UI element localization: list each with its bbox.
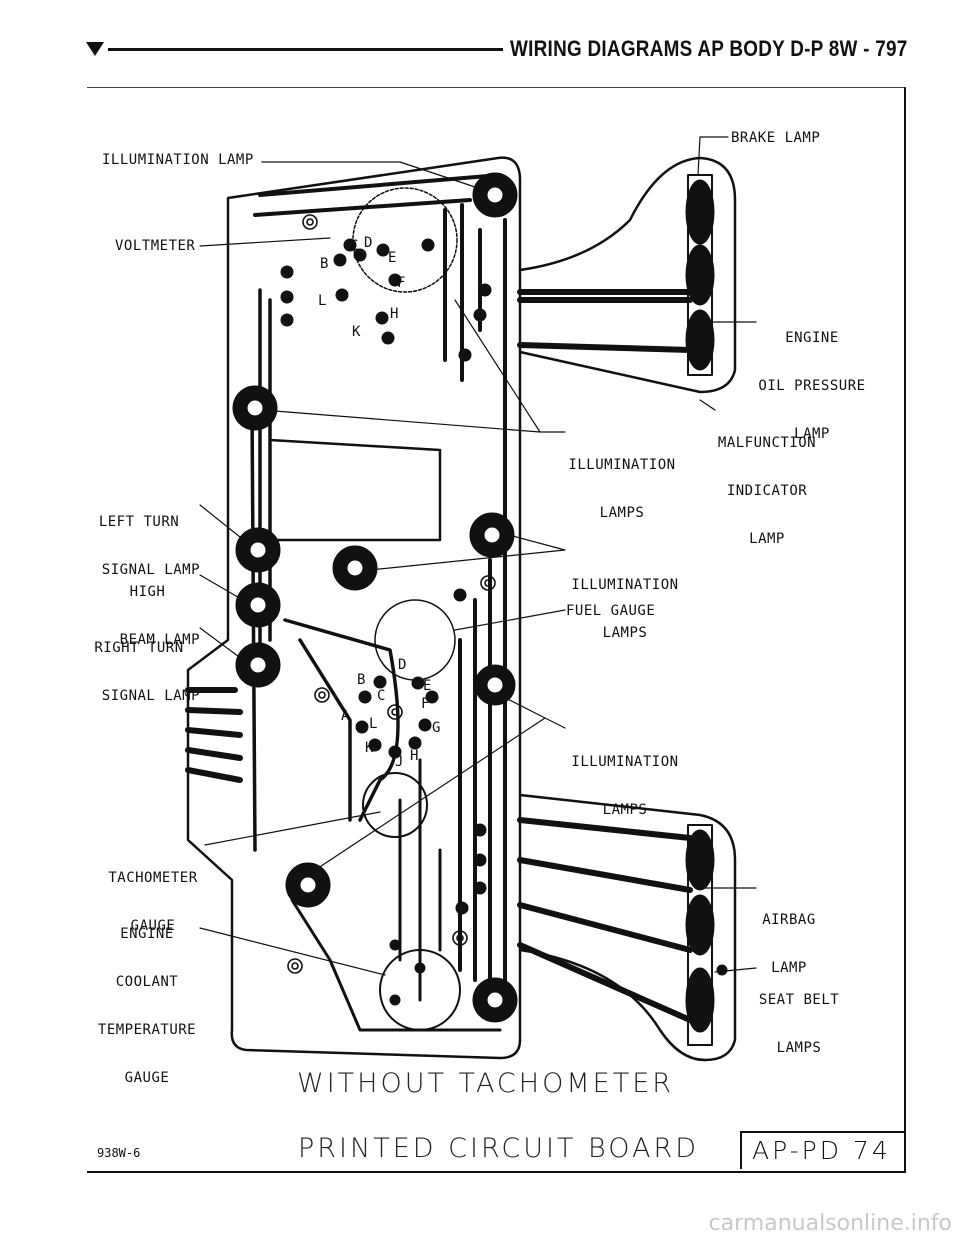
label-engine-coolant-temperature-gauge: ENGINE COOLANT TEMPERATURE GAUGE	[97, 926, 197, 1086]
leader-fuel-gauge	[454, 609, 566, 631]
pin-letter: K	[365, 740, 374, 756]
screw-mid	[480, 575, 496, 591]
pin-letter: L	[318, 293, 326, 309]
board-outline	[186, 156, 522, 1060]
pin-letter: F	[397, 275, 405, 291]
label-high-beam-lamp: HIGH BEAM LAMP	[119, 584, 200, 648]
pin-letter: E	[423, 678, 431, 694]
label-illumination-lamps-1: ILLUMINATION LAMPS	[568, 457, 676, 521]
label-fuel-gauge: FUEL GAUGE	[566, 603, 656, 619]
label-airbag-lamp: AIRBAG LAMP	[762, 912, 816, 976]
coolant-temperature-gauge	[379, 949, 461, 1031]
pin-letter: D	[398, 657, 406, 673]
pin-letter: B	[357, 672, 365, 688]
upper-lamp-housing	[518, 156, 737, 394]
screw-bottom	[287, 958, 303, 974]
figure-code: 938W-6	[97, 1146, 141, 1160]
pin-letter: H	[390, 306, 398, 322]
lamp-brake	[685, 179, 715, 245]
fuel-gauge	[374, 599, 456, 681]
screw-left	[314, 687, 330, 703]
label-tachometer-gauge: TACHOMETER GAUGE	[108, 870, 198, 934]
leader-illumination-2	[369, 529, 566, 571]
header-marker-icon	[86, 42, 104, 56]
pin-letter: L	[369, 716, 377, 732]
leader-tachometer	[204, 811, 381, 846]
leader-illumination-3	[299, 689, 566, 881]
lower-lamp-housing	[518, 793, 737, 1062]
pin-letter: F	[421, 696, 429, 712]
lamp-airbag	[685, 894, 715, 956]
pin-letter: C	[377, 688, 385, 704]
label-right-turn-signal-lamp: RIGHT TURN SIGNAL LAMP	[94, 640, 200, 704]
header-title: WIRING DIAGRAMS AP BODY D-P 8W - 797	[510, 36, 908, 61]
label-seat-belt-lamps: SEAT BELT LAMPS	[758, 992, 840, 1056]
leader-brake-lamp	[697, 136, 729, 176]
lamp-seat-belt	[685, 967, 715, 1033]
leader-illumination-lamp	[261, 161, 491, 193]
screw-top	[302, 214, 318, 230]
lamp-engine-oil	[685, 244, 715, 306]
diagram-frame	[87, 87, 906, 1173]
diagram-subtitle: WITHOUT TACHOMETER	[297, 1068, 675, 1099]
label-brake-lamp: BRAKE LAMP	[731, 130, 821, 146]
pin-letter: J	[395, 754, 403, 770]
pin-letter: K	[352, 324, 361, 340]
label-voltmeter: VOLTMETER	[115, 238, 196, 254]
screw-center	[387, 704, 403, 720]
label-illumination-lamps-2: ILLUMINATION LAMPS	[571, 577, 679, 641]
pin-letter: B	[320, 256, 328, 272]
pin-letter: H	[410, 748, 418, 764]
pin-letter: G	[432, 720, 440, 736]
watermark: carmanualsonline.info	[708, 1211, 952, 1236]
screw-lower	[452, 930, 468, 946]
pin-letter: C	[350, 238, 358, 254]
leader-voltmeter	[199, 237, 331, 247]
label-engine-oil-pressure-lamp: ENGINE OIL PRESSURE LAMP	[758, 330, 866, 442]
leader-malfunction	[699, 399, 716, 411]
page-header: WIRING DIAGRAMS AP BODY D-P 8W - 797	[0, 0, 960, 90]
diagram-title: PRINTED CIRCUIT BOARD	[298, 1133, 700, 1164]
pin-letter: D	[364, 235, 372, 251]
label-left-turn-signal-lamp: LEFT TURN SIGNAL LAMP	[98, 514, 200, 578]
tachometer-gauge	[362, 772, 428, 838]
label-illumination-lamps-3: ILLUMINATION LAMPS	[571, 754, 679, 818]
label-illumination-lamp: ILLUMINATION LAMP	[102, 152, 254, 168]
lamp-malfunction	[685, 309, 715, 371]
label-malfunction-indicator-lamp: MALFUNCTION INDICATOR LAMP	[717, 435, 817, 547]
page-reference: AP-PD 74	[752, 1136, 891, 1165]
page-reference-box: AP-PD 74	[740, 1131, 904, 1169]
leader-coolant	[199, 927, 386, 976]
pin-letter: A	[341, 708, 350, 724]
header-rule	[108, 48, 503, 51]
pin-letter: E	[388, 250, 396, 266]
leader-illumination-1	[261, 299, 566, 433]
